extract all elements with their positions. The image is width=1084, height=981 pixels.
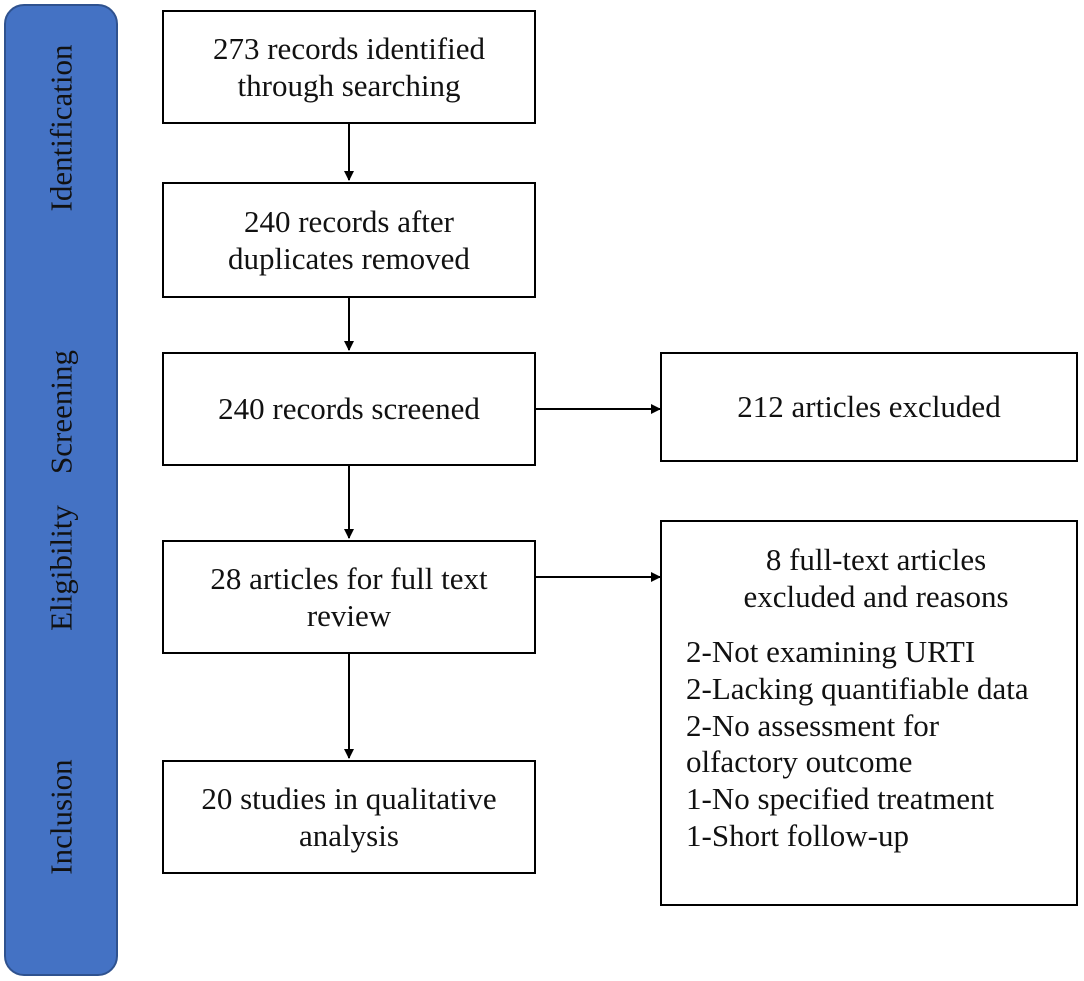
exclusion-reason: 2-Lacking quantifiable data <box>686 670 1029 706</box>
box-studies-included-line2: analysis <box>299 818 399 853</box>
exclusion-reasons-list: 2-Not examining URTI 2-Lacking quantifia… <box>686 634 1066 855</box>
box-records-identified-line2: through searching <box>237 68 461 103</box>
exclusion-reason: 1-No specified treatment <box>686 781 995 817</box>
box-full-text-exclusions: 8 full-text articles excluded and reason… <box>660 520 1078 906</box>
exclusion-reason: 2-Not examining URTI <box>686 633 976 669</box>
exclusion-reason: olfactory outcome <box>686 744 913 780</box>
box-articles-excluded: 212 articles excluded <box>660 352 1078 462</box>
box-records-identified: 273 records identified through searching <box>162 10 536 124</box>
box-records-screened: 240 records screened <box>162 352 536 466</box>
box-records-deduplicated: 240 records after duplicates removed <box>162 182 536 298</box>
box-studies-included-line1: 20 studies in qualitative <box>201 780 497 816</box>
box-records-identified-line1: 273 records identified <box>212 30 486 66</box>
exclusion-reason: 2-No assessment for <box>686 707 940 743</box>
box-records-deduplicated-line1: 240 records after <box>243 203 454 239</box>
box-full-text-review-line1: 28 articles for full text <box>210 560 488 596</box>
exclusions-title: 8 full-text articles excluded and reason… <box>686 542 1066 616</box>
box-full-text-review: 28 articles for full text review <box>162 540 536 654</box>
box-studies-included: 20 studies in qualitative analysis <box>162 760 536 874</box>
box-records-deduplicated-line2: duplicates removed <box>228 241 470 276</box>
box-articles-excluded-line1: 212 articles excluded <box>737 389 1001 425</box>
exclusion-reason: 1-Short follow-up <box>686 818 910 854</box>
box-full-text-review-line2: review <box>306 598 392 633</box>
exclusions-title-line2: excluded and reasons <box>743 578 1009 614</box>
exclusions-title-line1: 8 full-text articles <box>765 542 987 577</box>
box-records-screened-line1: 240 records screened <box>218 391 480 427</box>
phase-sidebar <box>4 4 118 976</box>
